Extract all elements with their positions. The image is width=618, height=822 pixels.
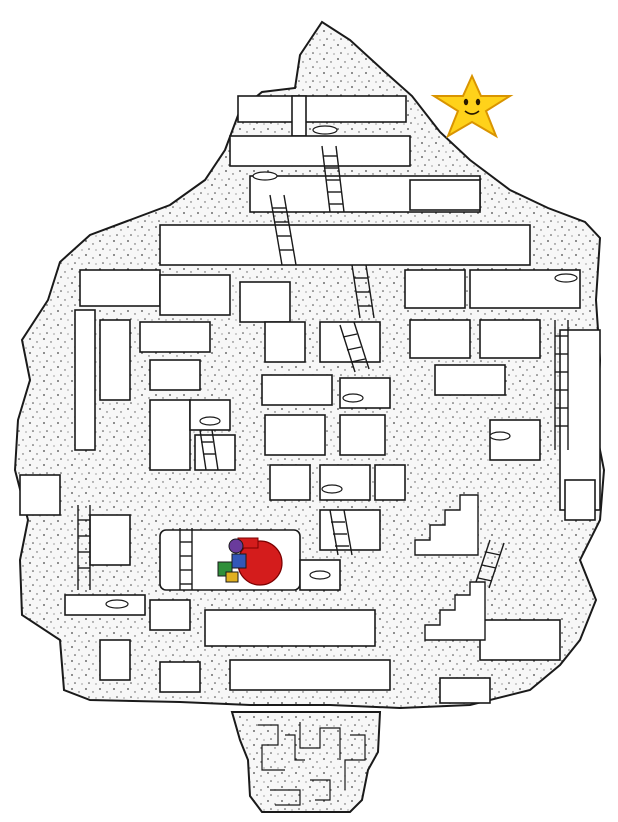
trunk-outline <box>230 711 382 813</box>
ladder <box>339 321 370 373</box>
ladder <box>329 509 353 556</box>
staircase <box>424 581 486 641</box>
ladders <box>77 145 569 590</box>
staircases <box>414 494 486 641</box>
santa-gift-sack-icon <box>217 537 283 586</box>
smiling-star-icon <box>430 73 514 139</box>
ladder <box>77 505 91 590</box>
ladder <box>554 320 569 450</box>
ladder <box>179 528 193 590</box>
ladder <box>474 539 505 589</box>
staircase <box>414 494 479 556</box>
trapdoors <box>105 125 578 609</box>
trunk-maze-paths <box>258 722 366 806</box>
ladder <box>351 264 375 319</box>
ladder <box>321 145 345 213</box>
ladder <box>269 194 297 266</box>
ladder <box>199 429 219 471</box>
